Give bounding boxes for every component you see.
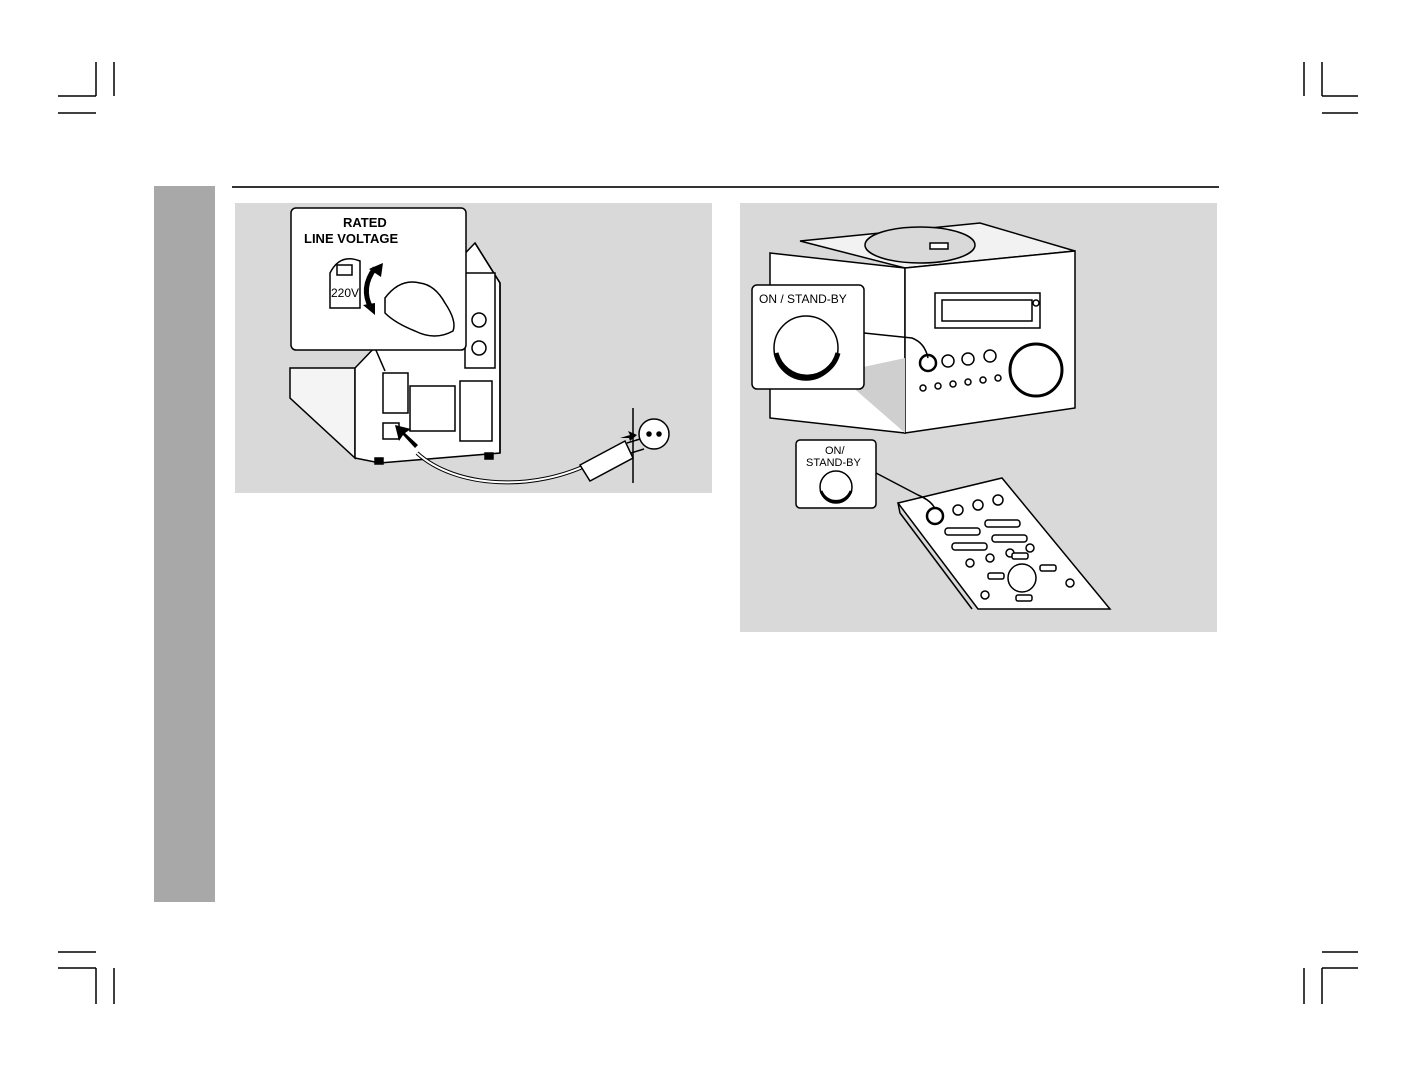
crop-mark-icon — [58, 62, 114, 113]
callout-title-line1: RATED — [343, 215, 387, 230]
power-on-illustration: ON / STAND-BY ON/ STAND-BY — [740, 203, 1217, 632]
crop-mark-icon — [1304, 62, 1358, 113]
side-tab — [154, 186, 215, 902]
voltage-selector — [330, 259, 360, 308]
power-button-icon[interactable] — [820, 471, 852, 503]
plug-icon — [580, 439, 644, 481]
power-button-icon[interactable] — [774, 316, 838, 380]
crop-mark-icon — [1304, 952, 1358, 1004]
figure-power-connection: RATED LINE VOLTAGE 220V — [235, 203, 712, 493]
insert-arrow-icon — [620, 431, 637, 441]
crop-mark-icon — [58, 952, 114, 1004]
wall-socket-icon — [633, 408, 669, 483]
remote-control-icon — [898, 478, 1110, 609]
remote-button-label-line2: STAND-BY — [806, 457, 861, 469]
remote-button-label-line1: ON/ — [825, 445, 846, 457]
power-connection-illustration: RATED LINE VOLTAGE 220V — [235, 203, 712, 493]
callout-title-line2: LINE VOLTAGE — [304, 231, 398, 246]
header-rule — [232, 186, 1219, 188]
unit-button-label: ON / STAND-BY — [759, 292, 847, 306]
figure-power-on: ON / STAND-BY ON/ STAND-BY — [740, 203, 1217, 632]
voltage-label: 220V — [331, 286, 359, 300]
